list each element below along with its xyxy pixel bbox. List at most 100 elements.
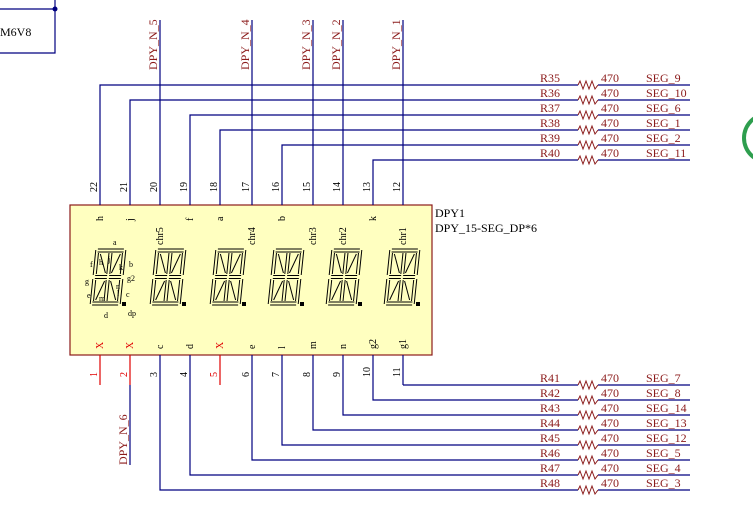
resistor-R44-symbol[interactable] [577,424,599,436]
pin-11-name: g1 [398,339,409,349]
segment-label-h: h [99,258,103,267]
resistor-R36-symbol[interactable] [577,94,599,106]
wire-R44 [312,385,578,431]
digit-1-segment-24 [110,280,117,301]
net-SEG_9-label: SEG_9 [646,71,681,85]
pin-3-name: c [155,344,166,349]
resistor-R48-value: 470 [601,476,619,490]
digit-2-segment-13 [149,278,154,305]
digit-4-segment-18 [287,252,291,275]
digit-5-segment-20 [342,279,346,302]
resistor-R46-value: 470 [601,446,619,460]
digit-4-segment-11 [300,249,305,276]
digit-3-segment-10 [215,252,219,275]
digit-5-segment-17 [342,252,346,275]
pin-22-name: h [95,216,106,221]
digit-5-segment-23 [331,280,342,301]
digit-2-segment-10 [155,252,159,275]
pin-8-number: 8 [302,372,313,377]
resistor-R43-symbol[interactable] [577,409,599,421]
resistor-R44-ref: R44 [540,416,560,430]
resistor-R35-symbol[interactable] [577,79,599,91]
pin-6-name: e [247,344,258,349]
digit-6-segment-19 [397,279,401,302]
digit-5-segment-24 [346,280,353,301]
net-SEG_6-label: SEG_6 [646,101,681,115]
resistor-R42-value: 470 [601,386,619,400]
digit-4-segment-20 [284,279,288,302]
digit-1-segment-20 [106,279,110,302]
pin-1-name: X [95,341,106,349]
segment-label-e: e [87,291,91,300]
net-SEG_14-label: SEG_14 [646,401,687,415]
wire-R39 [281,144,578,175]
display-component-body[interactable] [69,204,433,356]
net-SEG_2-label: SEG_2 [646,131,681,145]
resistor-R38-symbol[interactable] [577,124,599,136]
digit-6-segment-14 [387,279,391,302]
wire-R48 [159,385,578,491]
resistor-R41-ref: R41 [540,371,560,385]
pin-6-number: 6 [241,372,252,377]
resistor-R45-symbol[interactable] [577,439,599,451]
pin-9-name: n [338,344,349,349]
wire-R35 [99,84,578,175]
pin-21-name: j [125,218,136,222]
wire-R42 [372,385,578,401]
digit-3-segment-21 [219,253,226,274]
digit-4-segment-9 [270,249,275,276]
pin-3-number: 3 [149,372,160,377]
segment-label-l: l [117,289,120,298]
component-designator: DPY1 [435,206,465,220]
digit-5-segment-15 [355,278,360,305]
digit-6-segment-9 [386,249,391,276]
pin-19-number: 19 [179,182,190,192]
wire-R40 [372,159,578,175]
resistor-R39-symbol[interactable] [577,139,599,151]
digit-3-segment-17 [226,252,230,275]
digit-layer [89,248,421,306]
segment-label-k: k [119,263,123,272]
net-SEG_7-label: SEG_7 [646,371,681,385]
resistor-R40-symbol[interactable] [577,154,599,166]
digit-1-segment-18 [109,252,113,275]
pin-16-name: b [277,216,288,221]
digit-4-segment-24 [288,280,295,301]
digit-4 [267,248,305,306]
resistor-R37-symbol[interactable] [577,109,599,121]
digit-5-segment-13 [325,278,330,305]
digit-4-decimal-point [300,302,304,306]
resistor-R41-value: 470 [601,371,619,385]
digit-5-segment-22 [346,253,357,274]
pin-14-number: 14 [332,182,343,192]
resistor-R47-symbol[interactable] [577,469,599,481]
pin-17-number: 17 [241,182,252,192]
net-label-DPY_N_5: DPY_N_5 [146,19,160,70]
resistor-R41-symbol[interactable] [577,379,599,391]
digit-6-segment-20 [400,279,404,302]
net-label-DPY_N_3: DPY_N_3 [299,19,313,70]
digit-2-segment-12 [179,252,183,275]
segment-label-d: d [104,311,108,320]
digit-1-segment-22 [110,253,121,274]
digit-6-segment-18 [403,252,407,275]
resistor-R46-symbol[interactable] [577,454,599,466]
resistor-R45-ref: R45 [540,431,560,445]
resistor-R48-symbol[interactable] [577,484,599,496]
digit-3-segment-13 [209,278,214,305]
digit-3-segment-16 [237,279,241,302]
pin-7-name: l [277,346,288,349]
digit-6-segment-24 [404,280,411,301]
net-SEG_10-label: SEG_10 [646,86,687,100]
digit-2-segment-23 [155,280,166,301]
digit-6 [383,248,421,306]
net-label-DPY_N_6: DPY_N_6 [116,414,130,465]
segment-label-j: j [107,255,110,264]
resistor-R42-symbol[interactable] [577,394,599,406]
resistor-R40-ref: R40 [540,146,560,160]
net-SEG_3-label: SEG_3 [646,476,681,490]
digit-5-segment-18 [345,252,349,275]
net-SEG_5-label: SEG_5 [646,446,681,460]
digit-2-segment-21 [159,253,166,274]
